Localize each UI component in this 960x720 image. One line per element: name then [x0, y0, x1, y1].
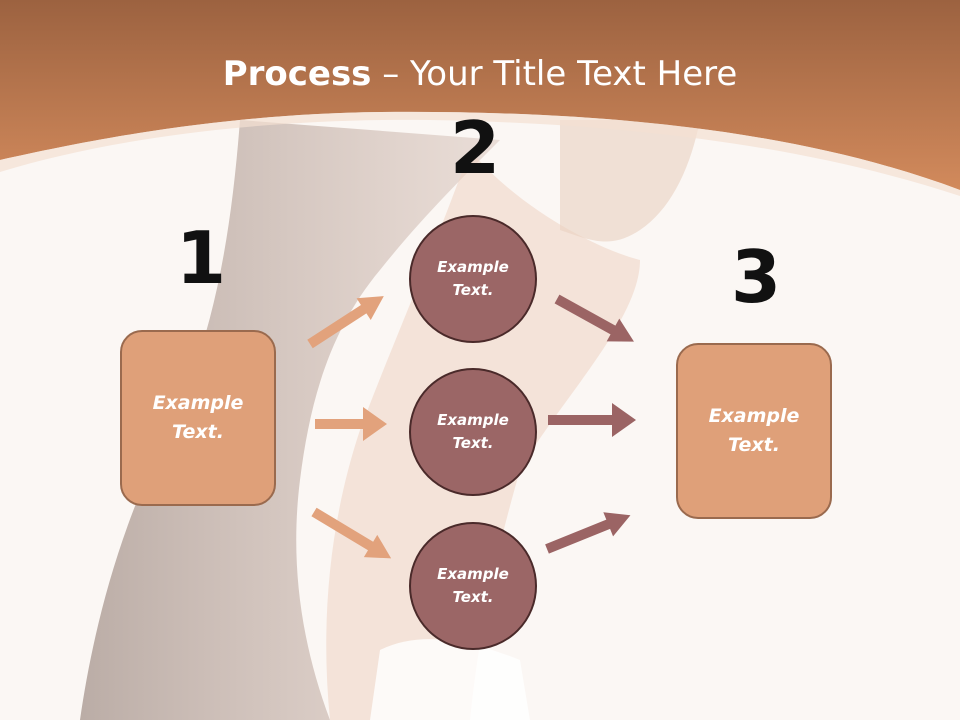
arrow-1-to-middle	[315, 407, 387, 441]
step-2-circle-top: Example Text.	[409, 215, 537, 343]
step-3-text: Example Text.	[708, 405, 800, 456]
step-number-3: 3	[731, 235, 782, 319]
arrow-bottom-to-3	[545, 512, 631, 554]
circle-bottom-text: Example Text.	[437, 565, 509, 606]
header-band	[0, 0, 960, 190]
step-number-1: 1	[176, 216, 227, 300]
step-1-box: Example Text.	[120, 330, 276, 506]
circle-middle-text: Example Text.	[437, 411, 509, 452]
arrow-top-to-3	[554, 294, 634, 342]
title-bold: Process	[222, 54, 372, 94]
header-highlight	[0, 111, 960, 196]
step-1-text: Example Text.	[152, 392, 244, 443]
figure-top	[370, 639, 530, 720]
figure-hair	[80, 120, 500, 720]
arrow-1-to-bottom	[311, 507, 392, 559]
step-3-box: Example Text.	[676, 343, 832, 519]
figure-face	[560, 120, 700, 242]
step-2-circle-bottom: Example Text.	[409, 522, 537, 650]
title-rest: – Your Title Text Here	[371, 54, 738, 94]
arrow-middle-to-3	[548, 403, 636, 437]
step-2-circle-middle: Example Text.	[409, 368, 537, 496]
step-number-2: 2	[450, 106, 501, 190]
slide-title: Process – Your Title Text Here	[0, 54, 960, 94]
circle-top-text: Example Text.	[437, 258, 509, 299]
arrow-1-to-top	[307, 296, 384, 349]
